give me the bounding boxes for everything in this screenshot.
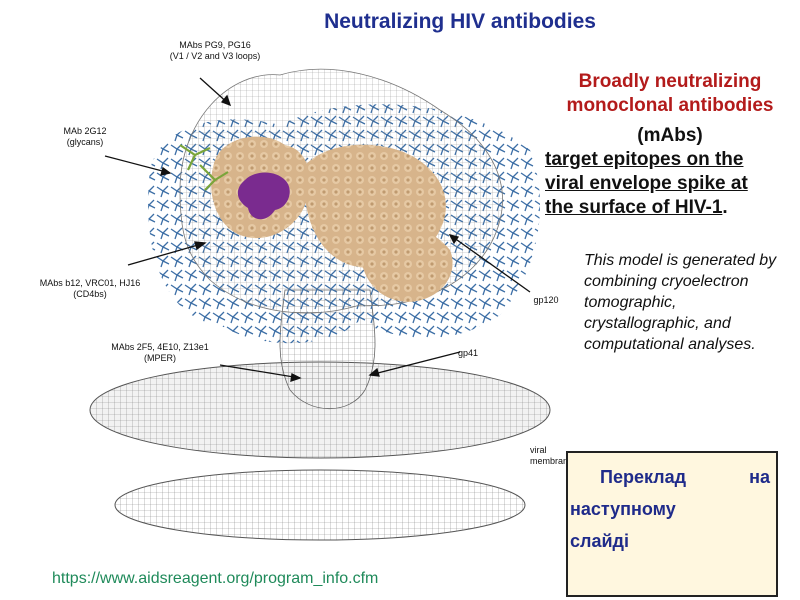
2g12-glycan-cluster — [179, 144, 229, 191]
target-period: . — [722, 197, 728, 218]
slide-title: Neutralizing HIV antibodies — [324, 10, 596, 33]
translation-box: Переклад на наступному слайді — [566, 451, 778, 597]
target-line-1: target epitopes on the — [545, 149, 744, 170]
label-gp41: gp41 — [457, 348, 479, 358]
model-note: This model is generated by combining cry… — [584, 252, 777, 353]
label-2g12: MAb 2G12 (glycans) — [63, 126, 107, 147]
lower-membrane-mesh — [114, 469, 526, 541]
label-mper: MAbs 2F5, 4E10, Z13e1 (MPER) — [111, 342, 209, 363]
translation-word-1: Переклад — [600, 467, 687, 487]
bnab-heading: Broadly neutralizing monoclonal antibodi… — [540, 70, 800, 118]
label-gp120: gp120 — [533, 295, 559, 305]
translation-word-2: на — [749, 467, 770, 487]
bnab-heading-line-1: Broadly neutralizing — [578, 71, 762, 92]
gp120-subunit-right — [359, 222, 453, 302]
target-line-3: the surface of HIV-1 — [545, 197, 723, 218]
cd4bs-epitope — [237, 172, 290, 220]
translation-line-3: слайді — [570, 531, 629, 551]
annotation-arrows — [104, 77, 531, 382]
label-b12-vrc01-hj16: MAbs b12, VRC01, HJ16 (CD4bs) — [39, 278, 141, 299]
target-line-2: viral envelope spike at — [545, 173, 748, 194]
bnab-description: (mAbs) target epitopes on the viral enve… — [545, 124, 795, 220]
spike-model-image — [89, 68, 551, 541]
bnab-heading-line-2: monoclonal antibodies — [566, 95, 774, 116]
translation-line-2: наступному — [570, 499, 676, 519]
label-pg9-pg16: MAbs PG9, PG16 (V1 / V2 and V3 loops) — [169, 40, 261, 61]
label-viral-membrane: viral membrane — [530, 445, 570, 466]
hiv-envelope-spike-figure: MAbs PG9, PG16 (V1 / V2 and V3 loops) MA… — [30, 30, 570, 575]
mabs-abbrev: (mAbs) — [637, 125, 703, 146]
source-url-link[interactable]: https://www.aidsreagent.org/program_info… — [52, 570, 379, 587]
